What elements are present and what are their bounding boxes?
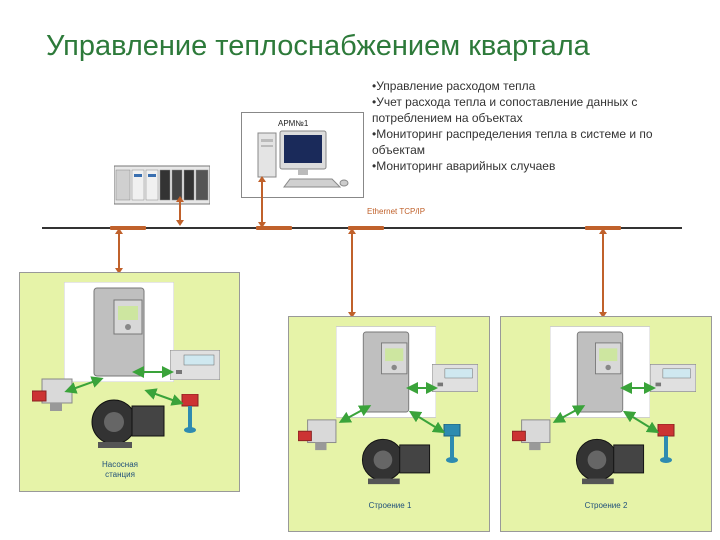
valve-actuator-icon (512, 419, 551, 451)
temperature-sensor-icon (657, 424, 675, 463)
temperature-sensor-icon (181, 394, 199, 433)
frequency-drive-icon (64, 282, 174, 382)
bus-connector (256, 226, 292, 230)
temperature-sensor-icon (443, 424, 461, 463)
controller-display-icon (170, 350, 220, 380)
feature-item: •Мониторинг распределения тепла в систем… (372, 127, 653, 157)
frequency-drive-icon (550, 326, 650, 418)
network-label: Ethernet TCP/IP (367, 207, 426, 216)
building1-devices (296, 326, 482, 496)
valve-actuator-icon (32, 378, 73, 411)
feature-item: •Управление расходом тепла (372, 79, 536, 93)
feature-item: •Мониторинг аварийных случаев (372, 159, 556, 173)
pump-icon (361, 438, 431, 485)
pump-station-bus-link (115, 228, 123, 274)
building1-label: Строение 1 (368, 501, 412, 510)
plc-bus-link (176, 196, 184, 226)
building2-label: Строение 2 (584, 501, 628, 510)
frequency-drive-icon (336, 326, 436, 418)
feature-list: •Управление расходом тепла •Учет расхода… (372, 78, 702, 174)
pump-icon (91, 399, 165, 448)
controller-display-icon (650, 364, 696, 392)
bus-connector (348, 226, 384, 230)
valve-actuator-icon (298, 419, 337, 451)
workstation-pc-icon (257, 130, 349, 188)
pump-icon (575, 438, 645, 485)
workstation-label: АРМ№1 (278, 119, 309, 128)
controller-display-icon (432, 364, 478, 392)
bus-connector (110, 226, 146, 230)
building2-devices (510, 326, 704, 496)
feature-item: •Учет расхода тепла и сопоставление данн… (372, 95, 638, 125)
page-title: Управление теплоснабжением квартала (46, 30, 590, 62)
building2-bus-link (599, 228, 607, 318)
plc-controller-icon (114, 165, 210, 205)
building1-bus-link (348, 228, 356, 318)
workstation-bus-link (258, 176, 266, 228)
pump-station-label: Насосная станция (102, 460, 138, 479)
pump-station-devices (30, 282, 230, 452)
